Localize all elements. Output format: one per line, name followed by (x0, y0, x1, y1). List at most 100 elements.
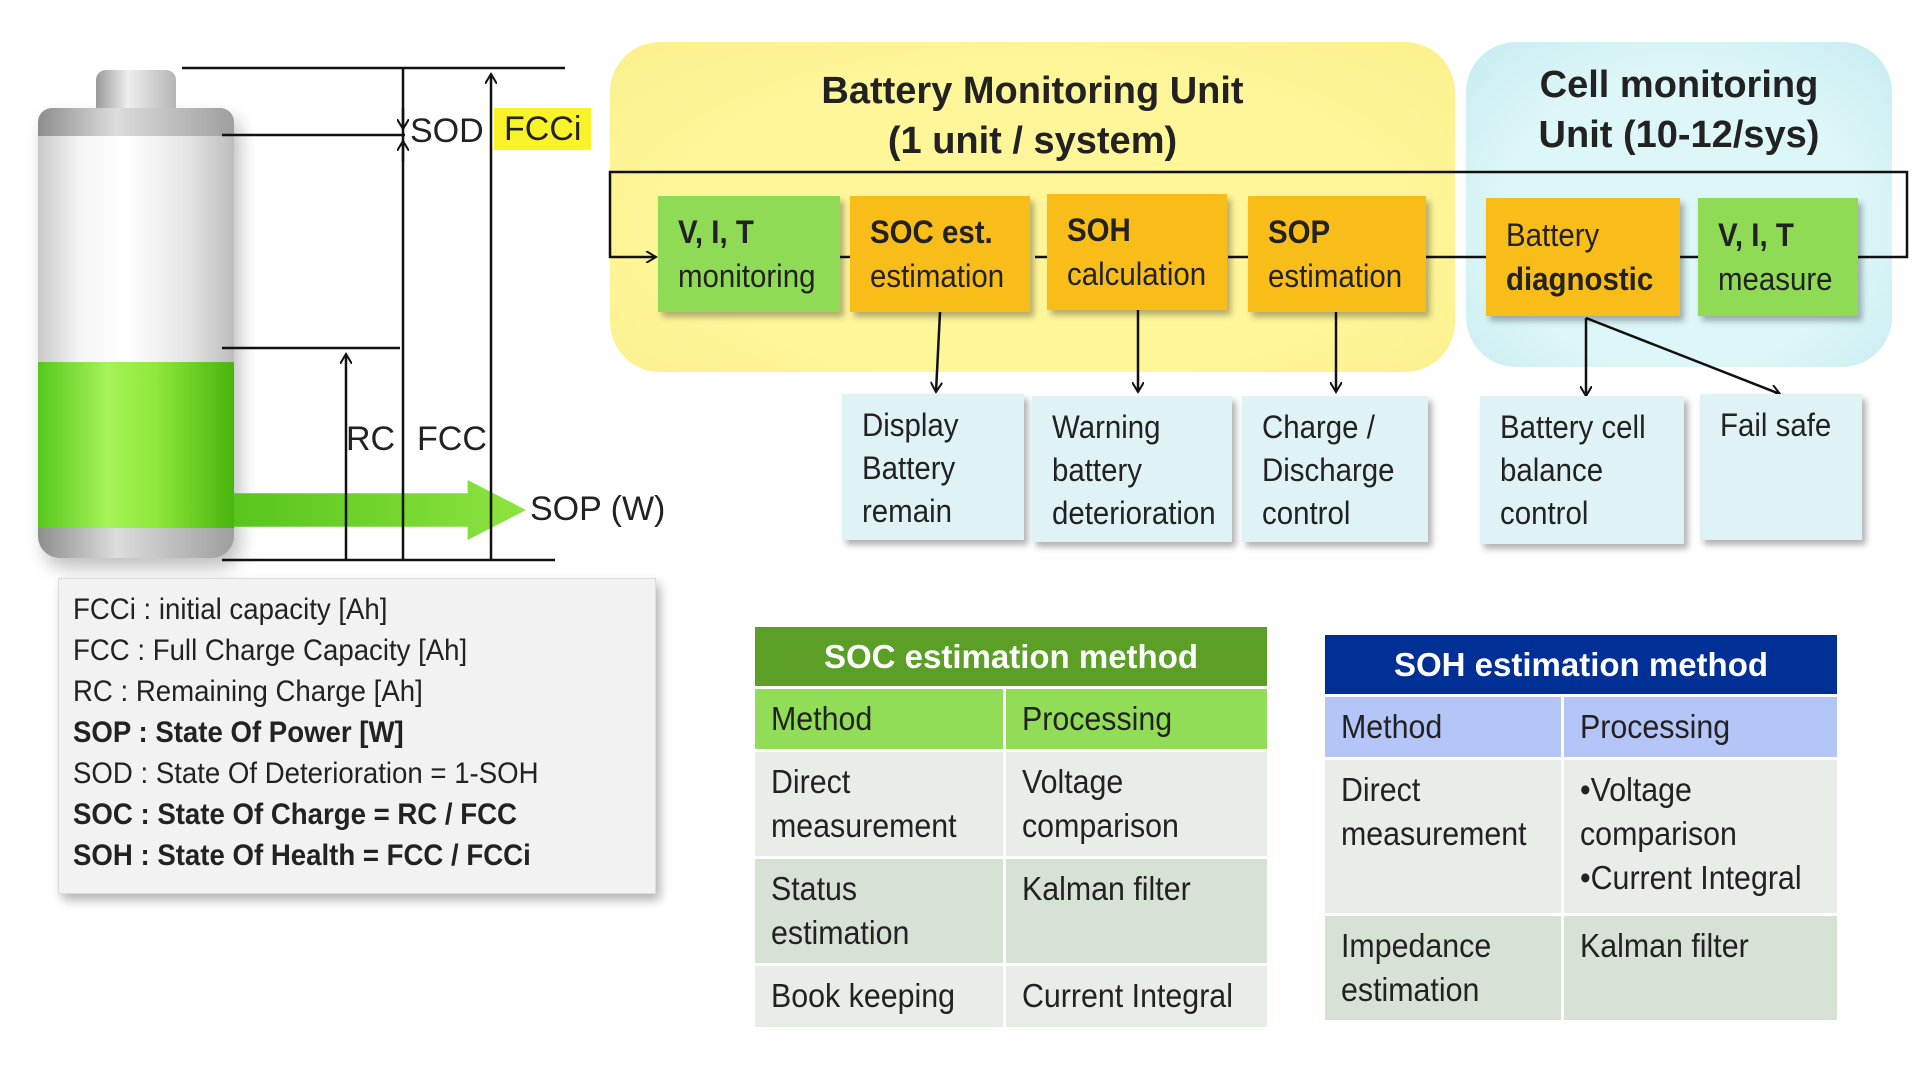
cell-line: comparison (1580, 815, 1738, 852)
fcc-label: FCC (417, 420, 487, 458)
output-line: Battery cell (1500, 409, 1646, 445)
cmu-title-line1: Cell monitoring (1539, 64, 1819, 106)
fcci-label: FCCi (494, 108, 592, 150)
soh-cell-processing: •Voltage comparison •Current Integral (1561, 757, 1840, 916)
soc-estimation-table: SOC estimation method Method Processing … (752, 624, 1271, 1030)
soc-cell-method: Status estimation (752, 856, 1006, 966)
cell-line: estimation (1341, 971, 1480, 1008)
block-soh-calculation-line1: SOH (1067, 212, 1131, 248)
output-line: balance (1500, 452, 1604, 488)
block-soh-calculation: SOH calculation (1047, 194, 1227, 310)
soc-cell-method: Book keeping (752, 963, 1006, 1030)
block-vit-measure-line1: V, I, T (1718, 217, 1794, 253)
soh-cell-method: Direct measurement (1321, 757, 1565, 916)
sop-label: SOP (W) (530, 490, 666, 528)
definitions-box: FCCi : initial capacity [Ah] FCC : Full … (58, 578, 656, 894)
block-vit-measure-line2: measure (1718, 261, 1833, 297)
block-sop-estimation-line1: SOP (1268, 214, 1331, 250)
soc-cell-processing: Current Integral (1002, 963, 1271, 1030)
cell-line: •Voltage (1580, 771, 1693, 808)
output-line: Fail safe (1720, 407, 1832, 443)
cmu-title: Cell monitoring Unit (10-12/sys) (1466, 60, 1892, 160)
definition-fcci: FCCi : initial capacity [Ah] (73, 593, 388, 626)
cell-line: comparison (1021, 807, 1179, 844)
output-line: Display (862, 407, 959, 443)
bmu-title: Battery Monitoring Unit (1 unit / system… (610, 66, 1455, 166)
output-line: control (1500, 495, 1589, 531)
rc-label: RC (346, 420, 396, 458)
soh-cell-processing: Kalman filter (1561, 913, 1840, 1023)
soh-header-processing: Processing (1561, 694, 1840, 760)
output-warning-battery-deterioration: Warning battery deterioration (1032, 396, 1232, 542)
block-soc-estimation: SOC est. estimation (850, 196, 1030, 312)
soc-cell-processing: Kalman filter (1002, 856, 1271, 966)
block-battery-diagnostic-line2: diagnostic (1506, 261, 1654, 297)
block-sop-estimation-line2: estimation (1268, 258, 1403, 294)
battery-top-band (38, 108, 234, 136)
output-line: Warning (1052, 409, 1161, 445)
cell-line: Book keeping (771, 977, 955, 1014)
output-battery-cell-balance-control: Battery cell balance control (1480, 396, 1684, 544)
block-vit-monitoring: V, I, T monitoring (658, 196, 840, 312)
cell-line: •Current Integral (1580, 859, 1802, 896)
soc-header-method: Method (752, 686, 1006, 752)
cmu-title-line2: Unit (10-12/sys) (1538, 114, 1820, 156)
cell-line: Impedance (1341, 927, 1492, 964)
output-display-battery-remain: Display Battery remain (842, 394, 1024, 540)
battery-charge-level (38, 362, 234, 528)
output-charge-discharge-control: Charge / Discharge control (1242, 396, 1428, 542)
sop-arrow (234, 480, 526, 540)
cell-line: Direct (771, 763, 851, 800)
output-line: battery (1052, 452, 1143, 488)
definition-soh: SOH : State Of Health = FCC / FCCi (73, 839, 531, 872)
bmu-title-line1: Battery Monitoring Unit (821, 70, 1244, 112)
block-vit-monitoring-line2: monitoring (678, 258, 816, 294)
soh-cell-method: Impedance estimation (1321, 913, 1565, 1023)
block-battery-diagnostic: Battery diagnostic (1486, 198, 1680, 316)
cell-line: Current Integral (1021, 977, 1233, 1014)
block-soc-estimation-line1: SOC est. (870, 214, 993, 250)
output-line: control (1262, 495, 1351, 531)
battery-bottom-band (38, 528, 234, 558)
cell-line: Kalman filter (1021, 870, 1191, 907)
definition-fcc: FCC : Full Charge Capacity [Ah] (73, 634, 468, 667)
header-text: Method (1341, 708, 1443, 745)
soh-header-method: Method (1321, 694, 1565, 760)
output-line: Discharge (1262, 452, 1395, 488)
sod-label: SOD (410, 112, 484, 150)
soc-header-processing: Processing (1002, 686, 1271, 752)
soh-estimation-table: SOH estimation method Method Processing … (1321, 632, 1840, 1023)
output-fail-safe: Fail safe (1700, 394, 1862, 540)
definition-sop: SOP : State Of Power [W] (73, 716, 404, 749)
definition-soc: SOC : State Of Charge = RC / FCC (73, 798, 517, 831)
block-vit-monitoring-line1: V, I, T (678, 214, 754, 250)
cell-line: Status (771, 870, 858, 907)
block-soh-calculation-line2: calculation (1067, 256, 1207, 292)
output-line: Battery (862, 450, 956, 486)
output-line: deterioration (1052, 495, 1216, 531)
header-text: Processing (1021, 700, 1172, 737)
soc-cell-processing: Voltage comparison (1002, 749, 1271, 859)
definition-rc: RC : Remaining Charge [Ah] (73, 675, 423, 708)
soc-cell-method: Direct measurement (752, 749, 1006, 859)
header-text: Processing (1580, 708, 1731, 745)
fcci-highlight: FCCi (494, 108, 592, 150)
bmu-title-line2: (1 unit / system) (887, 120, 1178, 162)
block-battery-diagnostic-line1: Battery (1506, 217, 1600, 253)
cell-line: Direct (1341, 771, 1421, 808)
output-line: Charge / (1262, 409, 1375, 445)
cell-line: Voltage (1021, 763, 1124, 800)
battery-terminal (96, 70, 176, 114)
cell-line: measurement (771, 807, 957, 844)
cell-line: Kalman filter (1580, 927, 1749, 964)
definition-sod: SOD : State Of Deterioration = 1-SOH (73, 757, 539, 790)
header-text: Method (771, 700, 873, 737)
cell-line: measurement (1341, 815, 1527, 852)
block-soc-estimation-line2: estimation (870, 258, 1005, 294)
block-sop-estimation: SOP estimation (1248, 196, 1426, 312)
cell-line: estimation (771, 914, 910, 951)
soh-table-title: SOH estimation method (1322, 632, 1840, 697)
soc-table-title: SOC estimation method (752, 624, 1270, 689)
block-vit-measure: V, I, T measure (1698, 198, 1858, 316)
output-line: remain (862, 493, 952, 529)
